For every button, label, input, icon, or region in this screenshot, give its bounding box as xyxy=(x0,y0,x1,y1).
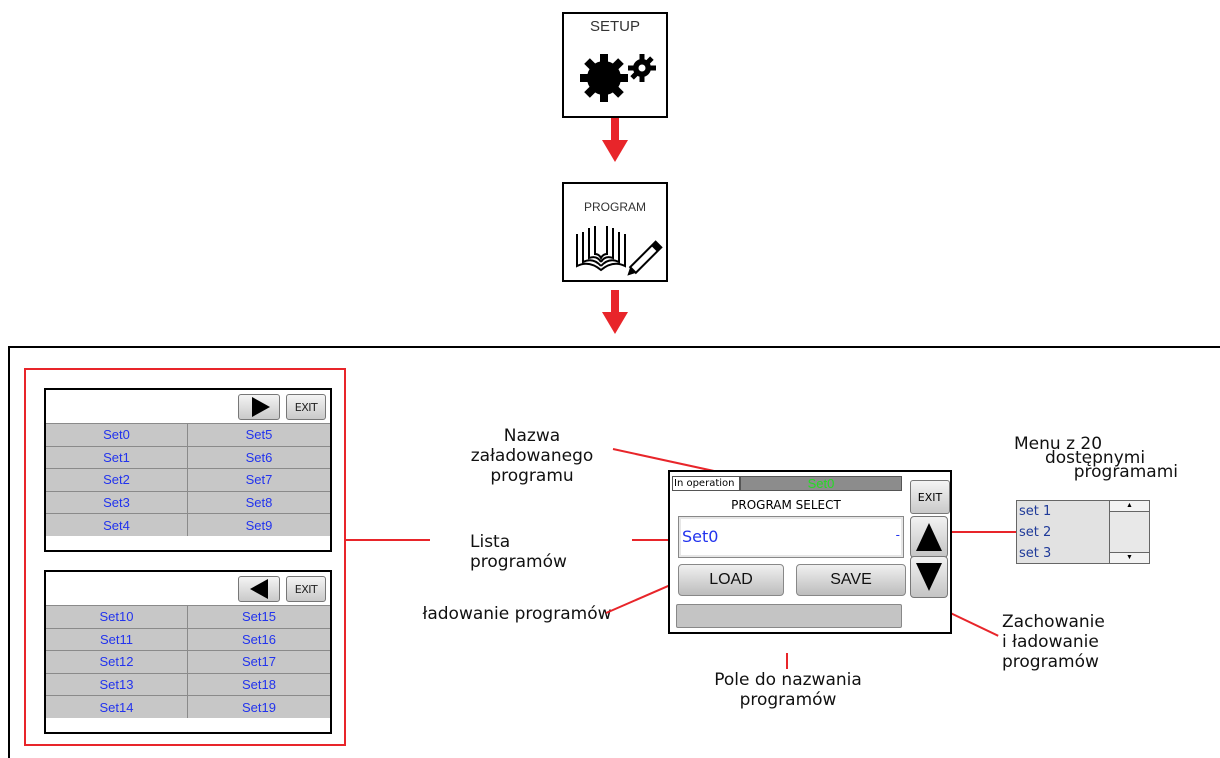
list-marker: - xyxy=(895,527,900,542)
arrow-down-icon xyxy=(916,563,942,591)
program-item[interactable]: Set2 xyxy=(46,468,188,491)
label-loaded-name: Nazwa załadowanego programu xyxy=(470,426,594,486)
program-item[interactable]: Set14 xyxy=(46,695,188,718)
selected-program: Set0 xyxy=(682,527,719,546)
scroll-down-icon[interactable]: ▼ xyxy=(1110,552,1149,563)
label-program-list: Lista programów xyxy=(470,532,567,572)
panel-header: EXIT xyxy=(46,572,330,605)
status-label: In operation xyxy=(672,476,740,491)
label-menu: Menu z 20 dostępnymi programami xyxy=(1014,434,1178,482)
program-item[interactable]: Set11 xyxy=(46,627,188,651)
arrow-left-icon xyxy=(250,579,268,599)
exit-button[interactable]: EXIT xyxy=(286,576,326,602)
program-item[interactable]: Set13 xyxy=(46,672,188,696)
detail-frame xyxy=(8,346,1220,758)
load-button[interactable]: LOAD xyxy=(678,564,784,596)
program-item[interactable]: Set5 xyxy=(188,423,330,446)
program-item[interactable]: Set12 xyxy=(46,650,188,673)
program-item[interactable]: Set9 xyxy=(188,513,330,536)
menu-scrollbar[interactable]: ▲ ▼ xyxy=(1109,501,1149,563)
prev-page-button[interactable] xyxy=(238,576,280,602)
book-pen-icon xyxy=(576,226,663,276)
program-grid: Set10 Set15 Set11 Set16 Set12 Set17 Set1… xyxy=(46,605,330,718)
scroll-down-button[interactable] xyxy=(910,556,948,598)
program-item[interactable]: Set6 xyxy=(188,445,330,469)
program-list-field[interactable]: Set0 - xyxy=(678,516,904,558)
exit-button[interactable]: EXIT xyxy=(910,480,950,514)
program-item[interactable]: Set7 xyxy=(188,468,330,491)
program-menu[interactable]: set 1 set 2 set 3 ▲ ▼ xyxy=(1016,500,1150,564)
label-name-field: Pole do nazwania programów xyxy=(714,670,862,710)
save-button[interactable]: SAVE xyxy=(796,564,906,596)
menu-item[interactable]: set 1 xyxy=(1019,504,1052,519)
flow-arrow-head xyxy=(602,312,628,334)
program-name-field[interactable] xyxy=(676,604,902,628)
connector-line xyxy=(786,653,788,669)
program-item[interactable]: Set19 xyxy=(188,695,330,718)
screen-title: PROGRAM SELECT xyxy=(731,498,841,512)
current-program-display: Set0 xyxy=(740,476,902,491)
setup-icon-button[interactable]: SETUP xyxy=(562,12,668,118)
label-loading: ładowanie programów xyxy=(422,604,612,624)
program-list-highlight xyxy=(24,368,346,746)
arrow-right-icon xyxy=(252,397,270,417)
program-icon-button[interactable]: PROGRAM xyxy=(562,182,668,282)
program-item[interactable]: Set3 xyxy=(46,490,188,514)
program-item[interactable]: Set10 xyxy=(46,605,188,628)
program-item[interactable]: Set1 xyxy=(46,445,188,469)
exit-button[interactable]: EXIT xyxy=(286,394,326,420)
program-select-screen: In operation Set0 EXIT PROGRAM SELECT Se… xyxy=(668,470,952,634)
program-item[interactable]: Set0 xyxy=(46,423,188,446)
program-item[interactable]: Set15 xyxy=(188,605,330,628)
program-item[interactable]: Set4 xyxy=(46,513,188,536)
program-item[interactable]: Set16 xyxy=(188,627,330,651)
menu-item[interactable]: set 3 xyxy=(1019,546,1052,561)
setup-label: SETUP xyxy=(589,18,640,35)
program-item[interactable]: Set17 xyxy=(188,650,330,673)
connector-line xyxy=(346,539,430,541)
arrow-up-icon xyxy=(916,523,942,551)
program-list-panel-2: EXIT Set10 Set15 Set11 Set16 Set12 Set17… xyxy=(44,570,332,734)
menu-item[interactable]: set 2 xyxy=(1019,525,1052,540)
program-label: PROGRAM xyxy=(583,200,646,214)
flow-arrow xyxy=(611,118,619,142)
program-item[interactable]: Set8 xyxy=(188,490,330,514)
program-grid: Set0 Set5 Set1 Set6 Set2 Set7 Set3 Set8 … xyxy=(46,423,330,536)
label-save-load: Zachowanie i ładowanie programów xyxy=(1002,612,1105,672)
program-item[interactable]: Set18 xyxy=(188,672,330,696)
gears-icon xyxy=(580,54,656,102)
program-list-panel-1: EXIT Set0 Set5 Set1 Set6 Set2 Set7 Set3 … xyxy=(44,388,332,552)
panel-header: EXIT xyxy=(46,390,330,423)
connector-line xyxy=(632,539,676,541)
flow-arrow xyxy=(611,290,619,314)
scroll-up-icon[interactable]: ▲ xyxy=(1110,501,1149,512)
flow-arrow-head xyxy=(602,140,628,162)
next-page-button[interactable] xyxy=(238,394,280,420)
scroll-up-button[interactable] xyxy=(910,516,948,558)
connector-line xyxy=(946,531,1016,533)
